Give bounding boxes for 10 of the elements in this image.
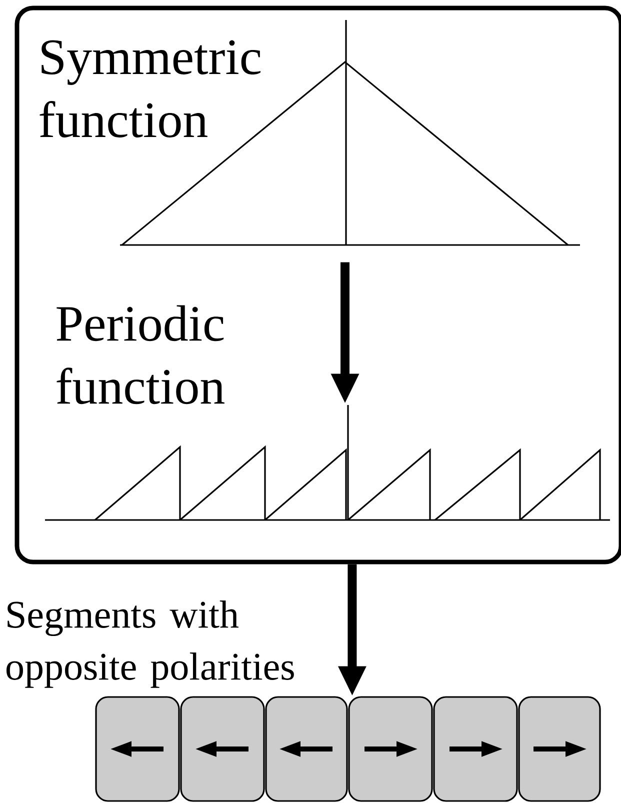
node-caption: Symmetric function [40, 40, 260, 138]
panel-frame [14, 6, 621, 564]
segment-box [348, 696, 433, 802]
segment-box [95, 696, 180, 802]
edge-label: Segments with opposite polarities [6, 600, 294, 688]
segment-box [433, 696, 518, 802]
segment-box [180, 696, 265, 802]
segment-box [518, 696, 601, 802]
segment-box [265, 696, 348, 802]
node-caption: Periodic function [56, 305, 224, 404]
